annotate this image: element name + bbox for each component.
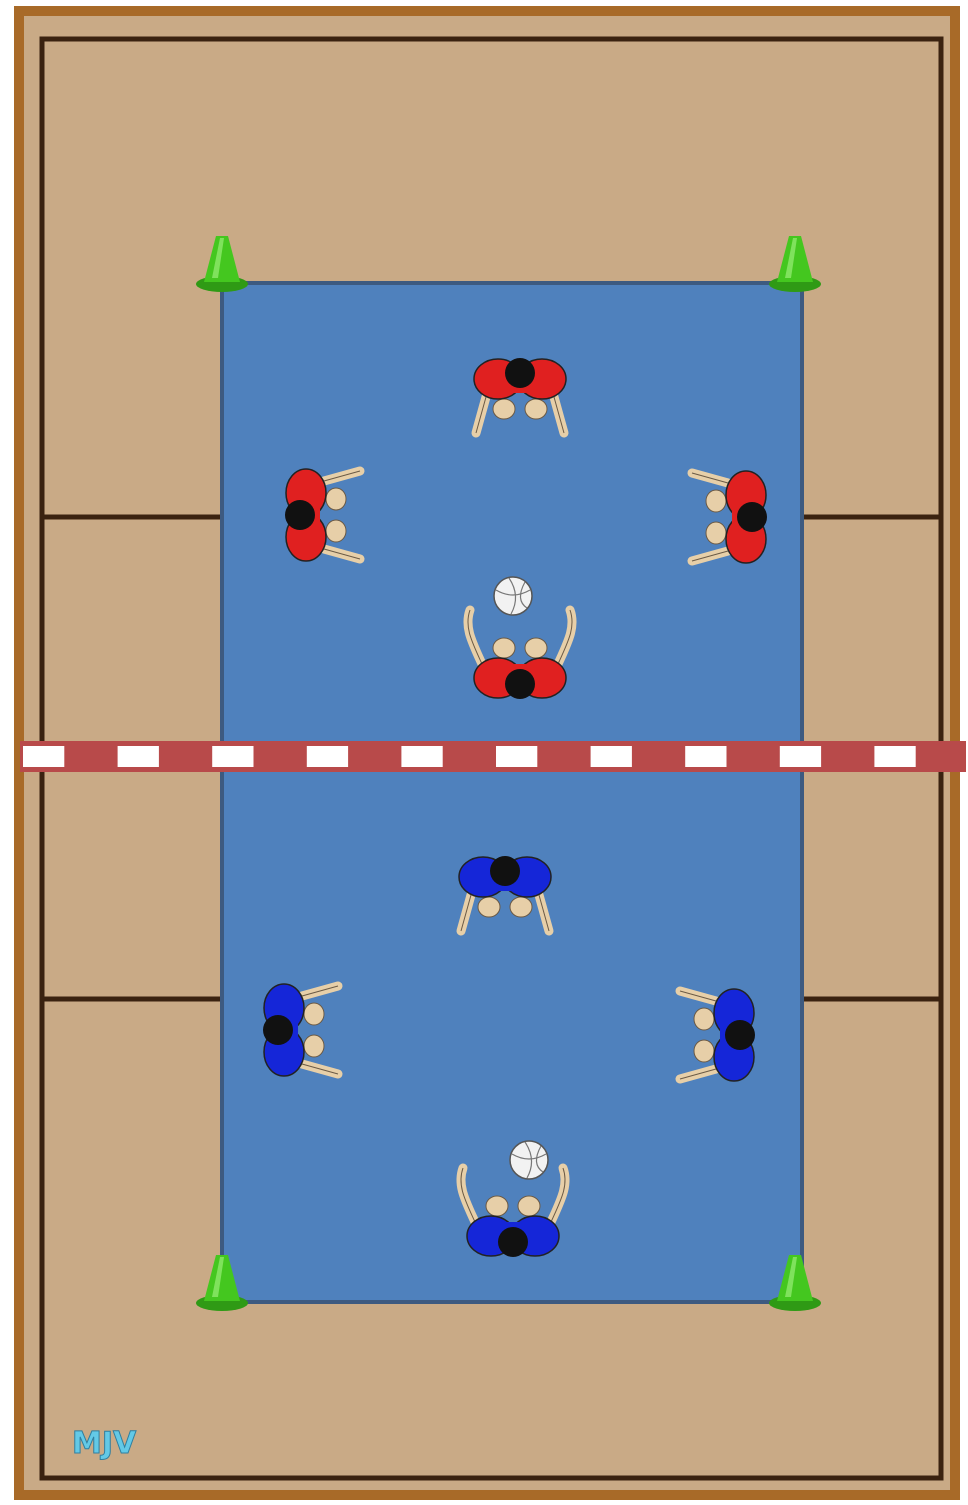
net-segment	[23, 746, 64, 767]
watermark-logo: MJV	[72, 1426, 137, 1461]
net-segment	[591, 746, 632, 767]
play-area	[222, 283, 802, 1302]
net-segment	[780, 746, 821, 767]
net-segment	[685, 746, 726, 767]
net-segment	[874, 746, 915, 767]
net-segment	[212, 746, 253, 767]
net-segment	[307, 746, 348, 767]
net-band	[20, 741, 966, 772]
net-segment	[118, 746, 159, 767]
ball-blue-side	[510, 1141, 548, 1179]
net-segment	[401, 746, 442, 767]
net	[20, 741, 966, 772]
ball-red-side	[494, 577, 532, 615]
net-segment	[496, 746, 537, 767]
